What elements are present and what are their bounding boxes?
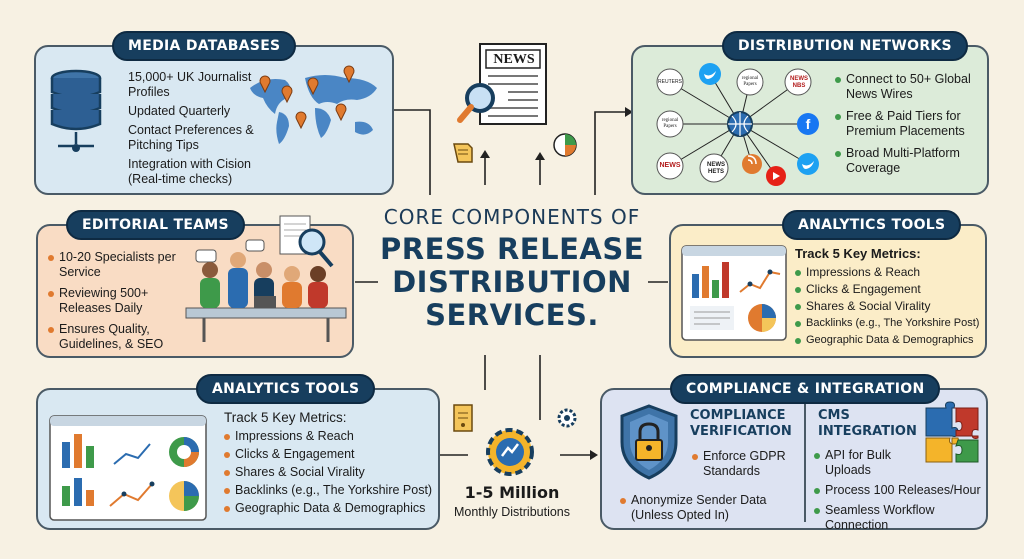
- cms-integration-title: CMS INTEGRATION: [818, 408, 917, 439]
- network-hub-diagram: f: [656, 63, 819, 186]
- analytics-item: Clicks & Engagement: [224, 447, 434, 462]
- cms-item: Seamless Workflow Connection: [814, 503, 986, 533]
- compliance-verification-title: COMPLIANCE VERIFICATION: [690, 408, 792, 439]
- editorial-item: 10-20 Specialists per Service: [48, 250, 176, 280]
- compliance-divider: [804, 404, 806, 522]
- media-databases-list: 15,000+ UK Journalist Profiles Updated Q…: [128, 70, 268, 187]
- logo-reuters: REUTERS: [658, 79, 682, 85]
- analytics-item: Backlinks (e.g., The Yorkshire Post): [224, 483, 434, 498]
- file-icon: [453, 404, 473, 432]
- dashboard-icon: [49, 415, 207, 521]
- title-line-3: DISTRIBUTION: [392, 265, 632, 299]
- distribution-networks-heading: DISTRIBUTION NETWORKS: [722, 31, 968, 61]
- analytics-left-list: Track 5 Key Metrics: Impressions & Reach…: [224, 410, 434, 520]
- shield-lock-icon: [620, 404, 678, 480]
- media-item: Integration with Cision (Real-time check…: [128, 157, 251, 186]
- main-title: CORE COMPONENTS OF PRESS RELEASE DISTRIB…: [372, 205, 652, 332]
- analytics-right-list: Track 5 Key Metrics: Impressions & Reach…: [795, 246, 985, 352]
- analytics-intro: Track 5 Key Metrics:: [224, 410, 347, 425]
- title-line-2: PRESS RELEASE: [379, 232, 645, 266]
- document-icon: [453, 143, 473, 163]
- analytics-item: Geographic Data & Demographics: [224, 501, 434, 516]
- media-item: Contact Preferences & Pitching Tips: [128, 123, 254, 152]
- compliance-heading: COMPLIANCE & INTEGRATION: [670, 374, 941, 404]
- volume-label: Monthly Distributions: [453, 505, 570, 519]
- distribution-item: Connect to 50+ Global News Wires: [835, 72, 983, 102]
- database-icon: [50, 69, 102, 152]
- gear-icon: [557, 408, 577, 428]
- distribution-item: Broad Multi-Platform Coverage: [835, 146, 983, 176]
- analytics-item: Shares & Social Virality: [795, 299, 985, 314]
- cms-integration-list: API for Bulk Uploads Process 100 Release…: [814, 448, 986, 537]
- editorial-teams-heading: EDITORIAL TEAMS: [66, 210, 245, 240]
- logo-regional-papers: regional Papers: [741, 76, 759, 87]
- verification-item: Enforce GDPR Standards: [692, 449, 792, 479]
- media-databases-heading: MEDIA DATABASES: [112, 31, 297, 61]
- cms-item: Process 100 Releases/Hour: [814, 483, 986, 498]
- analytics-left-heading: ANALYTICS TOOLS: [196, 374, 376, 404]
- logo-regional-papers: regional Papers: [661, 118, 679, 129]
- editorial-item: Ensures Quality, Guidelines, & SEO: [48, 322, 176, 352]
- volume-gear-icon: [486, 428, 534, 476]
- verification-item: Anonymize Sender Data (Unless Opted In): [620, 493, 800, 523]
- distribution-networks-list: Connect to 50+ Global News Wires Free & …: [835, 72, 983, 180]
- analytics-item: Impressions & Reach: [224, 429, 434, 444]
- compliance-verification-list: Enforce GDPR Standards Anonymize Sender …: [620, 449, 800, 527]
- world-map-icon: [250, 65, 377, 144]
- news-label: NEWS: [493, 52, 535, 67]
- analytics-intro: Track 5 Key Metrics:: [795, 246, 921, 261]
- cms-item: API for Bulk Uploads: [814, 448, 914, 478]
- distribution-item: Free & Paid Tiers for Premium Placements: [835, 109, 983, 139]
- dashboard-icon: [681, 245, 787, 341]
- analytics-item: Clicks & Engagement: [795, 282, 985, 297]
- svg-text:f: f: [806, 116, 811, 132]
- analytics-item: Geographic Data & Demographics: [795, 333, 985, 348]
- volume-value: 1-5 Million: [464, 483, 560, 502]
- media-item: Updated Quarterly: [128, 104, 231, 118]
- team-meeting-illustration: [185, 215, 347, 342]
- logo-news: NEWS: [659, 162, 681, 169]
- analytics-right-heading: ANALYTICS TOOLS: [782, 210, 962, 240]
- analytics-item: Shares & Social Virality: [224, 465, 434, 480]
- title-line-1: CORE COMPONENTS OF: [383, 205, 641, 229]
- logo-news-nbs: NEWS NBS: [790, 76, 808, 89]
- puzzle-icon: [925, 401, 979, 463]
- analytics-item: Impressions & Reach: [795, 265, 985, 280]
- title-line-4: SERVICES.: [425, 298, 599, 332]
- analytics-item: Backlinks (e.g., The Yorkshire Post): [795, 316, 985, 331]
- logo-news-hets: NEWS HETS: [707, 162, 725, 175]
- editorial-item: Reviewing 500+ Releases Daily: [48, 286, 176, 316]
- editorial-teams-list: 10-20 Specialists per Service Reviewing …: [48, 250, 176, 356]
- media-item: 15,000+ UK Journalist Profiles: [128, 70, 252, 99]
- newspaper-icon: [457, 43, 547, 125]
- pie-chart-icon: [553, 133, 577, 157]
